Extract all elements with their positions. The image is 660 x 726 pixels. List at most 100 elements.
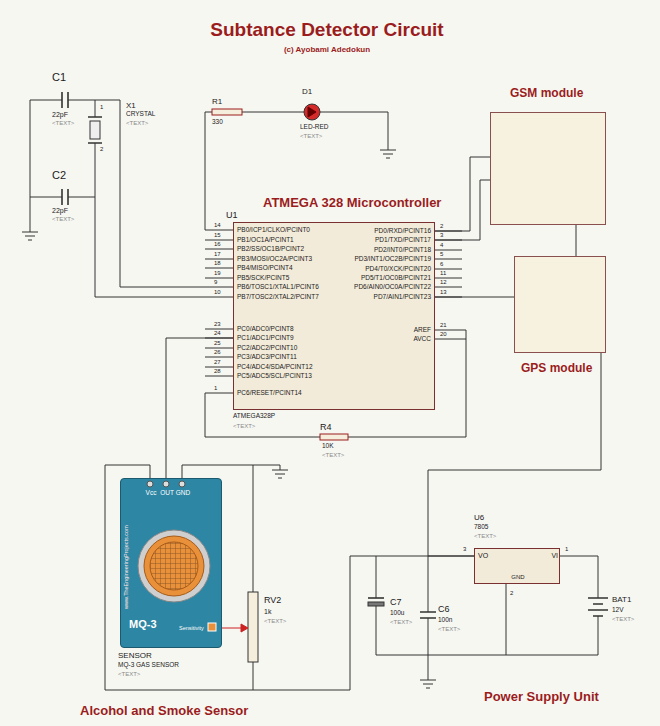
title-text: Subtance Detector Circuit (210, 20, 443, 39)
wire-connector (435, 157, 490, 231)
part-label: CRYSTAL (126, 111, 155, 118)
pin-number: 2 (440, 223, 443, 229)
part-label: X1 (126, 102, 136, 110)
part-label: U6 (474, 514, 484, 522)
node-text: Sensitivity (179, 626, 204, 632)
wire-connector (428, 353, 601, 556)
pin-name: AVCC (413, 336, 431, 343)
pin-name: PD7/AIN1/PCINT23 (374, 294, 431, 301)
pin-name: PB1/OC1A/PCINT1 (237, 237, 294, 244)
pin-name: PB7/TOSC2/XTAL2/PCINT7 (237, 294, 319, 301)
gps-module-box: GPS module (514, 256, 606, 353)
pin-number: 6 (440, 261, 443, 267)
pin-name: PD5/T1/OC0B/PCINT21 (361, 275, 431, 282)
node-text: VO (478, 552, 488, 559)
part-label: Alcohol and Smoke Sensor (80, 704, 248, 717)
node-text: VI (551, 552, 558, 559)
part-label: 3 (463, 546, 466, 552)
pin-number: 23 (214, 321, 221, 327)
pin-name: PB6/TOSC1/XTAL1/PCINT6 (237, 284, 319, 291)
pin-name: PC6/RESET/PCINT14 (237, 390, 302, 397)
part-label: LED-RED (300, 124, 329, 131)
led-circuit (205, 104, 396, 230)
part-label: <TEXT> (52, 216, 74, 222)
pin-number: 25 (214, 340, 221, 346)
part-label: MQ-3 GAS SENSOR (118, 662, 179, 669)
part-label: 10K (322, 443, 334, 450)
pin-stub (205, 329, 233, 330)
wire-connector (576, 225, 577, 256)
pin-stub (205, 287, 233, 288)
part-label: (c) Ayobami Adedokun (284, 46, 370, 54)
part-label: <TEXT> (390, 619, 412, 625)
node-text: GPS module (521, 362, 592, 374)
part-label: <TEXT> (322, 452, 344, 458)
part-label: ATMEGA328P (233, 413, 275, 420)
part-label: R4 (320, 423, 332, 432)
pin-name: PB5/SCK/PCINT5 (237, 275, 289, 282)
pin-stub (205, 230, 233, 231)
pin-name: PC0/ADC0/PCINT8 (237, 326, 294, 333)
pin-stub (205, 259, 233, 260)
node-text: MQ-3 (129, 619, 157, 630)
node-text: GSM module (510, 87, 583, 99)
pin-number: 18 (214, 260, 221, 266)
pin-stub (435, 287, 462, 288)
pin-number: 11 (440, 270, 446, 276)
part-label: C1 (52, 72, 66, 83)
part-label: <TEXT> (126, 120, 148, 126)
pin-stub (205, 297, 233, 298)
wire-connector (105, 465, 474, 690)
pin-number: 24 (214, 330, 221, 336)
pin-name: PC1/ADC1/PCINT9 (237, 335, 294, 342)
pin-stub (435, 269, 462, 270)
pin-number: 28 (214, 368, 221, 374)
part-label: 12V (612, 607, 624, 614)
pin-number: 26 (214, 349, 221, 355)
part-label: D1 (302, 88, 312, 96)
part-label: BAT1 (612, 596, 631, 604)
pin-number: 15 (214, 232, 221, 238)
pin-name: PC3/ADC3/PCINT11 (237, 354, 297, 361)
node-text: GND (176, 490, 190, 497)
voltage-regulator: VOVIGND (474, 548, 560, 584)
pin-name: PC4/ADC4/SDA/PCINT12 (237, 364, 313, 371)
pin-number: 4 (440, 242, 443, 248)
part-label: 22pF (52, 111, 68, 118)
pin-stub (435, 259, 462, 260)
mq3-sensor-board: VccOUTGNDwww.TheEngineeringProjects.comM… (120, 478, 222, 648)
part-label: R1 (212, 98, 222, 106)
part-label: 2 (100, 146, 103, 152)
part-label: Power Supply Unit (484, 690, 599, 703)
part-label: 22pF (52, 207, 68, 214)
node-text: ATMEGA 328 Microcontroller (263, 196, 441, 209)
part-label: 1k (264, 608, 271, 615)
part-label: U1 (226, 211, 238, 220)
pin-name: PD6/AIN0/OC0A/PCINT22 (354, 284, 431, 291)
pin-number: 12 (440, 279, 447, 285)
part-label: 1 (100, 104, 103, 110)
pin-stub (205, 367, 233, 368)
pin-stub (205, 348, 233, 349)
pin-stub (435, 339, 466, 340)
part-label: <TEXT> (300, 133, 322, 139)
pin-stub (205, 268, 233, 269)
crystal-circuit (22, 92, 205, 297)
part-label: 7805 (474, 524, 488, 531)
pin-stub (205, 357, 233, 358)
node-text: Vcc (146, 490, 157, 497)
node-text: www.TheEngineeringProjects.com (124, 525, 130, 609)
wire-connector (166, 338, 233, 478)
pin-stub (205, 393, 233, 394)
pin-stub (205, 376, 233, 377)
pin-number: 1 (214, 385, 217, 391)
part-label: C7 (390, 598, 402, 607)
pin-name: PB4/MISO/PCINT4 (237, 265, 293, 272)
part-label: <TEXT> (264, 618, 286, 624)
pin-name: PC2/ADC2/PCINT10 (237, 345, 297, 352)
pin-number: 20 (440, 331, 447, 337)
pin-stub (205, 240, 233, 241)
pin-number: 16 (214, 241, 221, 247)
pin-number: 13 (440, 289, 447, 295)
part-label: <TEXT> (233, 423, 255, 429)
